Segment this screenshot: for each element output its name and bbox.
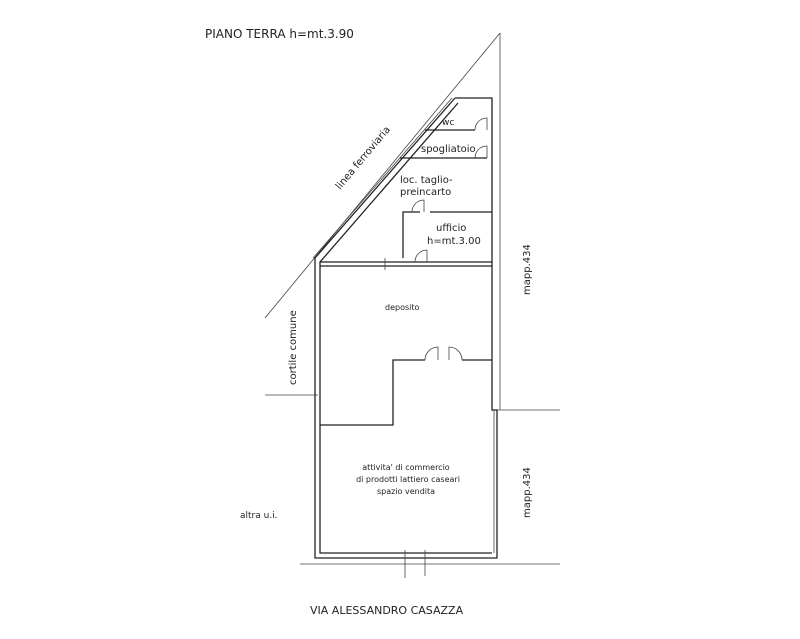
room-storage: deposito bbox=[385, 303, 420, 312]
room-changing-room: spogliatoio bbox=[421, 144, 476, 155]
room-cutting-line1: loc. taglio- bbox=[400, 175, 453, 186]
parcel-label-top: mapp.434 bbox=[522, 244, 533, 295]
room-shop-line3: spazio vendita bbox=[377, 487, 435, 496]
plan-title: PIANO TERRA h=mt.3.90 bbox=[205, 27, 354, 41]
room-cutting-line2: preincarto bbox=[400, 187, 451, 198]
railway-label: linea ferroviaria bbox=[334, 124, 393, 191]
parcel-label-bottom: mapp.434 bbox=[522, 467, 533, 518]
room-office: ufficio bbox=[436, 223, 466, 234]
street-label: VIA ALESSANDRO CASAZZA bbox=[310, 604, 464, 617]
building-walls bbox=[312, 97, 498, 578]
site-boundaries bbox=[264, 32, 560, 565]
room-shop-line2: di prodotti lattiero caseari bbox=[356, 475, 460, 484]
room-wc: wc bbox=[442, 118, 454, 128]
other-unit-label: altra u.i. bbox=[240, 511, 278, 521]
room-shop-line1: attivita' di commercio bbox=[362, 463, 450, 472]
room-office-height: h=mt.3.00 bbox=[427, 236, 481, 247]
courtyard-label: cortile comune bbox=[288, 310, 299, 385]
